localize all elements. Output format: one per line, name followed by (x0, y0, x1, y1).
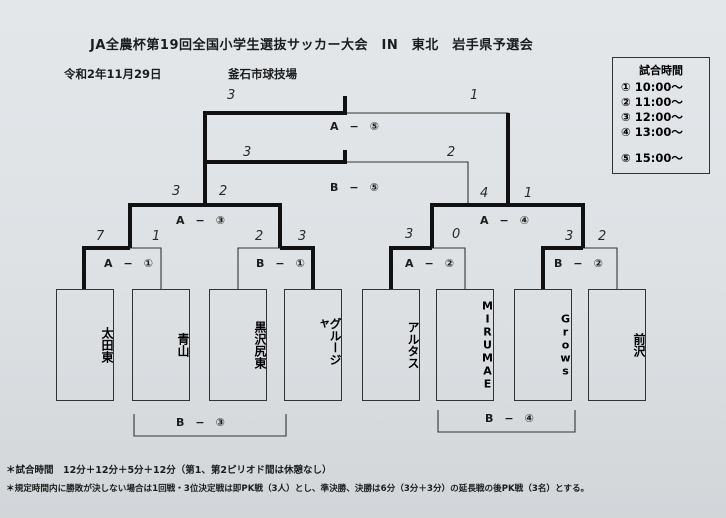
score-mark: 2 (447, 145, 456, 160)
score-mark: 3 (298, 229, 307, 244)
team-box: 太田東 (56, 289, 114, 401)
score-mark: 1 (470, 88, 479, 103)
match-label: A − ① (104, 257, 154, 270)
team-box: MIRUMAE (436, 289, 494, 401)
schedule-slot: ② 11:00〜 (621, 95, 683, 109)
match-label: B − ⑤ (330, 181, 379, 194)
team-box: アルタス (362, 289, 420, 401)
score-mark: 4 (480, 186, 489, 201)
match-label: A − ③ (176, 214, 226, 227)
team-box: グルージャ (284, 289, 342, 401)
score-mark: 1 (524, 186, 533, 201)
score-mark: 1 (152, 229, 161, 244)
schedule-slot: ③ 12:00〜 (621, 110, 683, 124)
score-mark: 2 (219, 184, 228, 199)
match-label: B − ④ (485, 412, 534, 425)
tiebreak-note: ＊規定時間内に勝敗が決しない場合は1回戦・3位決定戦は即PK戦（3人）とし、準決… (6, 484, 590, 494)
score-mark: 0 (452, 227, 461, 242)
match-label: B − ① (256, 257, 305, 270)
score-mark: 3 (405, 227, 414, 242)
team-box: 黒沢尻東 (209, 289, 267, 401)
score-mark: 3 (172, 184, 181, 199)
score-mark: 3 (227, 88, 236, 103)
schedule-slot: ⑤ 15:00〜 (621, 151, 683, 165)
team-box: 前沢 (588, 289, 646, 401)
match-schedule-box: 試合時間 ① 10:00〜 ② 11:00〜 ③ 12:00〜 ④ 13:00〜… (612, 57, 710, 174)
match-label: A − ④ (480, 214, 530, 227)
schedule-heading: 試合時間 (639, 64, 683, 77)
score-mark: 3 (243, 145, 252, 160)
match-time-note: ＊試合時間 12分＋12分＋5分＋12分（第1、第2ピリオド間は休憩なし） (6, 465, 332, 476)
match-label: A − ② (405, 257, 455, 270)
match-label: B − ② (554, 257, 603, 270)
event-venue: 釜石市球技場 (228, 67, 297, 81)
match-label: A − ⑤ (330, 120, 380, 133)
team-box: Grows (514, 289, 572, 401)
team-box: 青山 (132, 289, 190, 401)
score-mark: 7 (96, 229, 105, 244)
page-title: JA全農杯第19回全国小学生選抜サッカー大会 IN 東北 岩手県予選会 (90, 38, 534, 53)
score-mark: 2 (255, 229, 264, 244)
event-date: 令和2年11月29日 (64, 67, 162, 81)
schedule-slot: ④ 13:00〜 (621, 125, 683, 139)
match-label: B − ③ (176, 416, 225, 429)
score-mark: 2 (598, 229, 607, 244)
score-mark: 3 (565, 229, 574, 244)
schedule-slot: ① 10:00〜 (621, 80, 683, 94)
